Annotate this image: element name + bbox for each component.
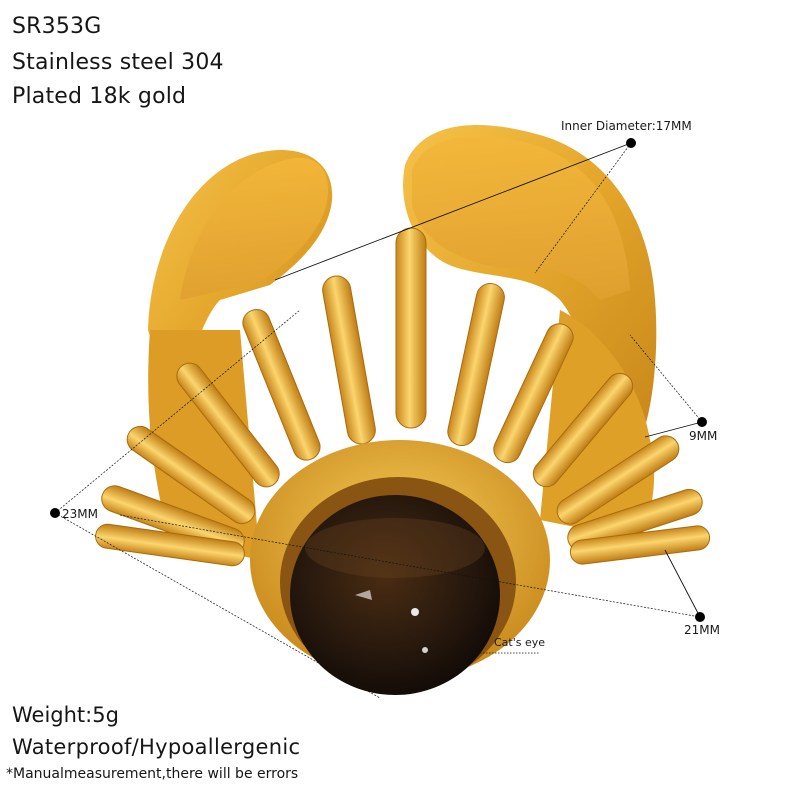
sku-label: SR353G [12, 14, 102, 39]
stone-label: Cat's eye [494, 636, 546, 649]
cats-eye-stone [290, 495, 500, 695]
face-height-label: 21MM [684, 623, 720, 637]
plating-label: Plated 18k gold [12, 84, 187, 109]
inner-diameter-label: Inner Diameter:17MM [561, 119, 692, 133]
measurement-dots [50, 138, 707, 622]
face-width-label: 23MM [62, 507, 98, 521]
measurement-lines [54, 142, 703, 699]
band-width-label: 9MM [689, 429, 718, 443]
disclaimer-note: *Manualmeasurement,there will be errors [6, 766, 299, 782]
weight-label: Weight:5g [12, 703, 119, 727]
features-label: Waterproof/Hypoallergenic [12, 735, 301, 759]
material-label: Stainless steel 304 [12, 50, 224, 75]
sun-rays [95, 227, 711, 567]
